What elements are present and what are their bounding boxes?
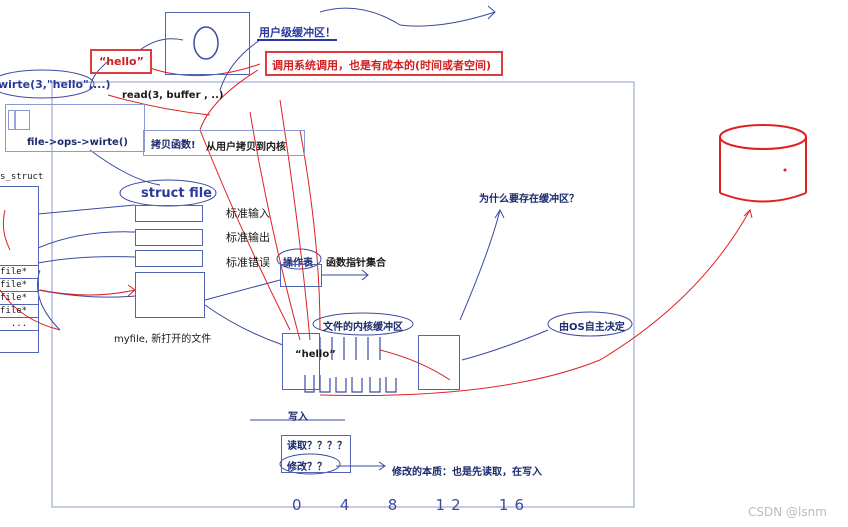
file-ops-text: file->ops->wirte() <box>27 137 128 148</box>
csdn-watermark: CSDN @lsnm <box>748 505 827 519</box>
files-struct-table: file* file* file* file* ... <box>0 186 39 353</box>
modify-question: 修改？？ <box>287 462 327 473</box>
read-call: read(3, buffer , ..) <box>122 90 224 101</box>
user-buffer-underline <box>257 39 337 41</box>
table-row: file* <box>0 291 38 305</box>
syscall-cost-box <box>265 51 503 76</box>
kernel-buffer-box <box>282 333 320 390</box>
read-question: 读取？？？？ <box>287 441 347 452</box>
syscall-cost-text: 调用系统调用，也是有成本的(时间或者空间) <box>272 59 492 72</box>
file-ops-small-square <box>8 110 30 130</box>
stdout-label: 标准输出 <box>226 231 270 244</box>
hello-kernel-text: “hello” <box>295 349 336 360</box>
table-row <box>0 330 38 344</box>
myfile-box <box>135 272 205 318</box>
copy-user-kernel-text: 从用户拷贝到内核 <box>206 142 286 153</box>
table-row: file* <box>0 278 38 292</box>
stdin-label: 标准输入 <box>226 207 270 220</box>
func-ptr-set-label: 函数指针集合 <box>326 258 386 269</box>
user-buffer-circle <box>193 26 219 60</box>
copy-func-box <box>143 130 305 156</box>
stdin-box <box>135 205 203 222</box>
kernel-frame <box>51 81 635 508</box>
modify-essence-label: 修改的本质：也是先读取，在写入 <box>392 467 542 478</box>
copy-func-text: 拷贝函数! <box>151 140 196 151</box>
user-buffer-label: 用户级缓冲区！ <box>259 26 336 39</box>
stderr-label: 标准错误 <box>226 256 270 269</box>
os-decide-label: 由OS自主决定 <box>559 322 625 333</box>
stderr-box <box>135 250 203 267</box>
read-modify-box <box>281 435 351 473</box>
hello-red-box <box>90 49 152 74</box>
file-ops-box <box>5 104 145 152</box>
struct-file-label: struct file <box>141 186 212 201</box>
user-buffer-box <box>165 12 250 75</box>
table-row: file* <box>0 304 38 318</box>
table-row: ... <box>0 317 38 331</box>
disk-side-box <box>418 335 460 390</box>
disk-icon <box>719 124 807 203</box>
bottom-numbers: 0 4 8 12 16 <box>292 496 531 514</box>
write-call: wirte(3,"hello",...) <box>0 78 111 91</box>
write-label: 写入 <box>288 412 308 423</box>
files-struct-label: s_struct <box>0 172 44 182</box>
myfile-label: myfile, 新打开的文件 <box>114 334 212 345</box>
op-table-box <box>280 264 322 287</box>
table-row: file* <box>0 265 38 279</box>
op-table-label: 操作表 <box>283 258 313 269</box>
hello-red-text: “hello” <box>99 55 144 68</box>
kernel-buffer-label: 文件的内核缓冲区 <box>323 322 403 333</box>
stdout-box <box>135 229 203 246</box>
why-buffer-label: 为什么要存在缓冲区？ <box>479 194 579 205</box>
